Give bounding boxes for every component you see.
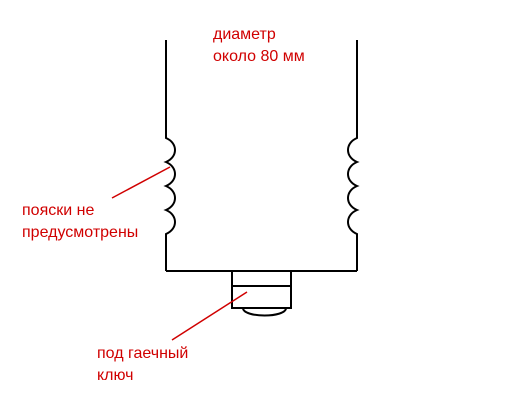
wrench-label: под гаечный ключ <box>97 343 188 387</box>
wrench-label-line1: под гаечный <box>97 345 189 362</box>
wrench-nut <box>231 270 292 309</box>
left-wall <box>163 40 176 271</box>
belts-label-line1: пояски не <box>22 202 95 219</box>
nut-tip <box>242 307 287 317</box>
belts-leader-line <box>111 166 171 199</box>
right-wall <box>347 40 360 271</box>
belts-label: пояски не предусмотрены <box>22 200 138 244</box>
wrench-label-line2: ключ <box>97 367 134 384</box>
leader-lines <box>111 166 248 341</box>
cylinder-outline <box>163 40 360 317</box>
belts-label-line2: предусмотрены <box>22 224 139 241</box>
diameter-label-line2: около 80 мм <box>213 48 305 65</box>
diameter-label-line1: диаметр <box>213 26 276 43</box>
diameter-label: диаметр около 80 мм <box>213 24 305 68</box>
wrench-leader-line <box>171 291 248 341</box>
